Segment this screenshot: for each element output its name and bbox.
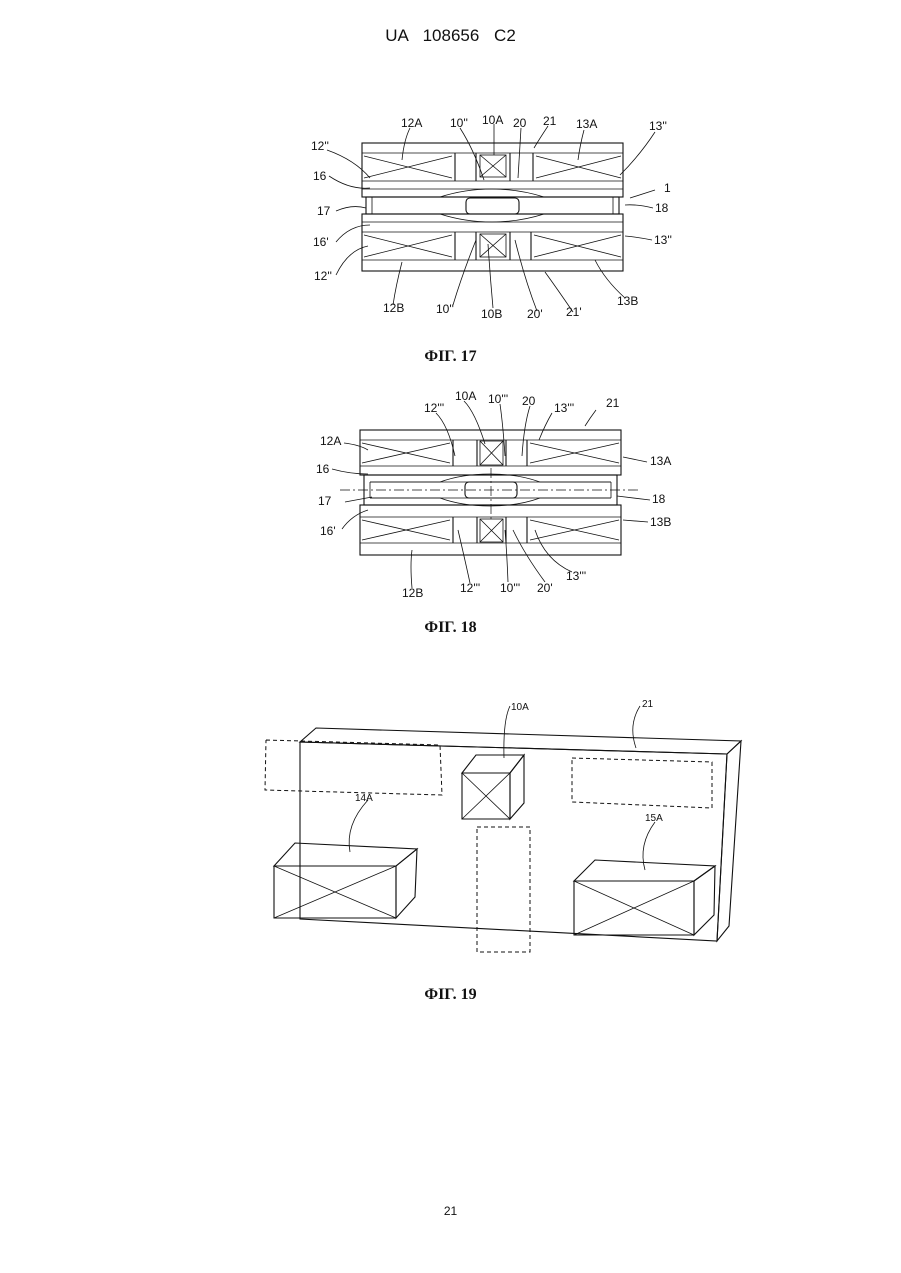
- fig18-label: 13''': [554, 401, 574, 415]
- figure-17-caption: ФІГ. 17: [0, 348, 901, 366]
- fig19-label: 21: [642, 699, 654, 710]
- fig17-label: 12'': [311, 139, 329, 153]
- fig17-label: 20': [527, 307, 543, 321]
- fig18-label: 20: [522, 394, 536, 408]
- fig18-label: 21: [606, 396, 620, 410]
- fig17-label: 21': [566, 305, 582, 319]
- figure-19-caption: ФІГ. 19: [0, 986, 901, 1004]
- fig18-label: 13A: [650, 454, 671, 468]
- page-number: 21: [0, 1204, 901, 1218]
- fig17-label: 1: [664, 181, 671, 195]
- fig17-label: 10B: [481, 307, 502, 321]
- fig17-label: 10A: [482, 113, 503, 127]
- fig18-label: 12A: [320, 434, 341, 448]
- fig17-label: 13A: [576, 117, 597, 131]
- fig19-label: 14A: [355, 793, 373, 804]
- fig17-label: 10'': [436, 302, 454, 316]
- fig17-label: 12B: [383, 301, 404, 315]
- fig18-label: 12''': [424, 401, 444, 415]
- fig17-label: 16': [313, 235, 329, 249]
- fig19-label: 10A: [511, 702, 529, 713]
- fig19-label: 15A: [645, 813, 663, 824]
- fig18-label: 10A: [455, 389, 476, 403]
- fig18-label: 13B: [650, 515, 671, 529]
- document-header: UA 108656 C2: [0, 26, 901, 46]
- fig17-label: 17: [317, 204, 331, 218]
- fig17-label: 16: [313, 169, 327, 183]
- fig18-label: 10''': [500, 581, 520, 595]
- fig17-label: 12A: [401, 116, 422, 130]
- figure-17: 12A 10'' 10A 20 21 13A 13'' 12'' 16 1 17…: [290, 105, 690, 330]
- fig17-label: 21: [543, 114, 557, 128]
- fig17-label: 13'': [654, 233, 672, 247]
- fig18-label: 16: [316, 462, 330, 476]
- fig18-label: 16': [320, 524, 336, 538]
- fig18-label: 13''': [566, 569, 586, 583]
- figure-19: 10A 21 14A 15A: [255, 690, 745, 960]
- fig18-label: 12''': [460, 581, 480, 595]
- fig18-label: 18: [652, 492, 666, 506]
- fig18-label: 10''': [488, 392, 508, 406]
- fig17-label: 12'': [314, 269, 332, 283]
- fig18-label: 20': [537, 581, 553, 595]
- fig17-label: 10'': [450, 116, 468, 130]
- fig17-label: 20: [513, 116, 527, 130]
- fig18-label: 12B: [402, 586, 423, 600]
- figure-18: 10A 10''' 20 12''' 13''' 21 12A 16 13A 1…: [300, 385, 690, 600]
- figure-18-caption: ФІГ. 18: [0, 619, 901, 637]
- fig17-label: 13'': [649, 119, 667, 133]
- fig17-label: 13B: [617, 294, 638, 308]
- fig18-label: 17: [318, 494, 332, 508]
- fig17-label: 18: [655, 201, 669, 215]
